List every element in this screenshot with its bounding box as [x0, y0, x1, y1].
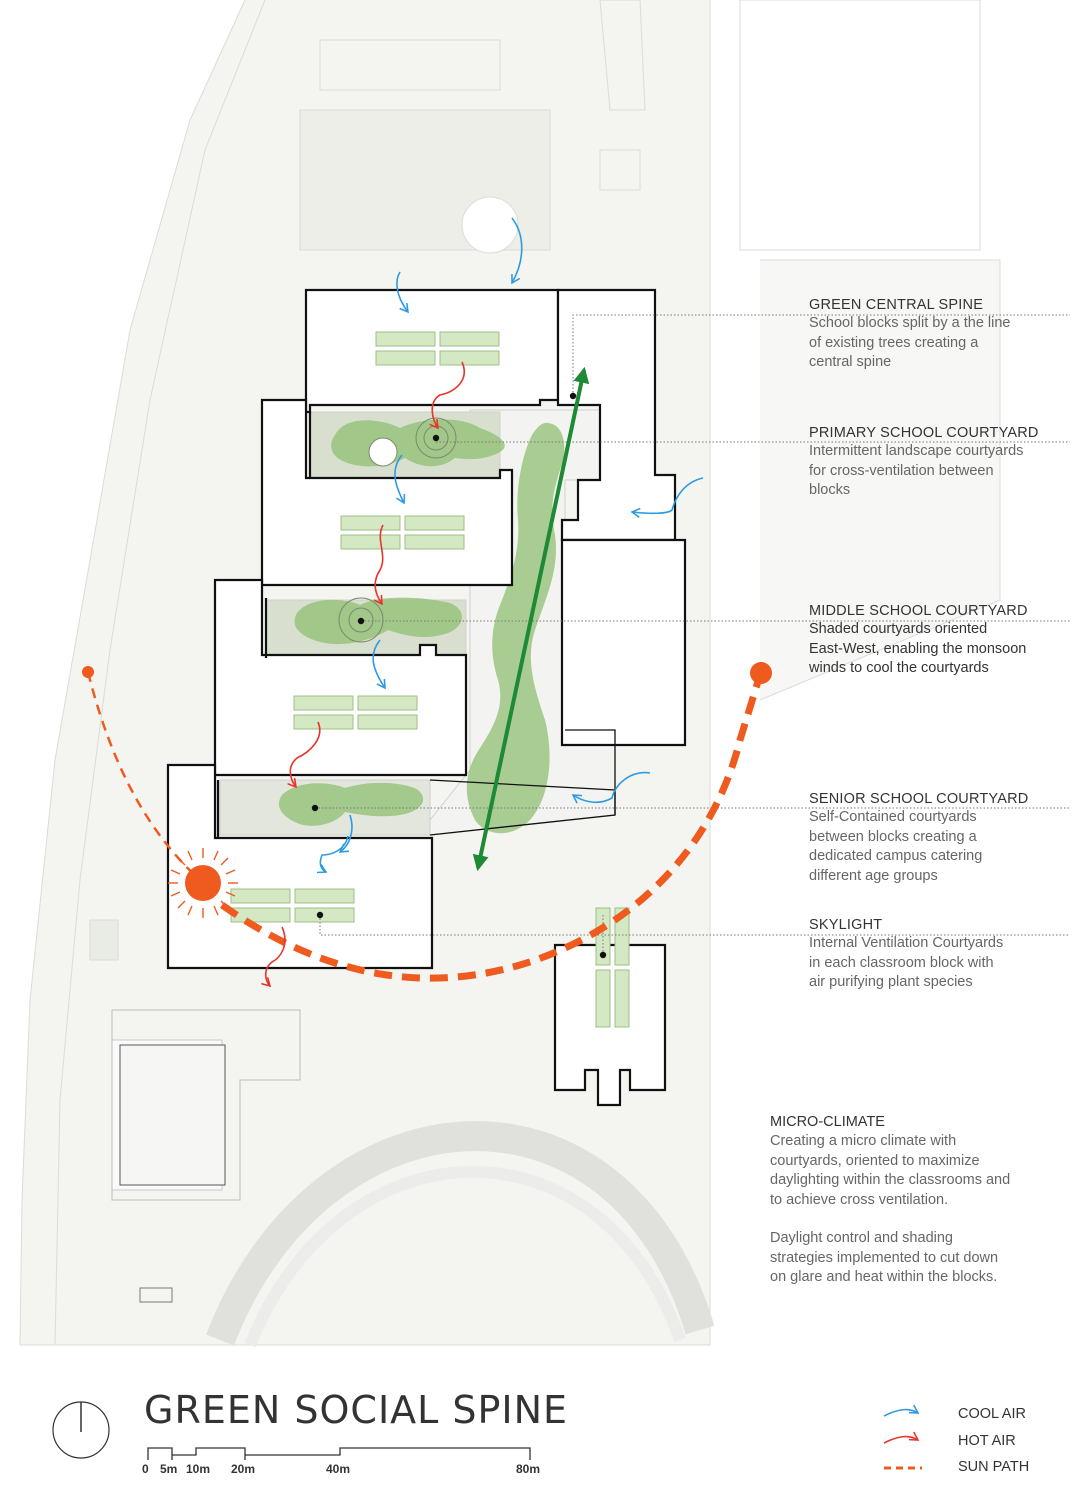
micro-climate-paragraph: Daylight control and shading strategies … — [770, 1230, 999, 1285]
sun-end-dot — [750, 662, 772, 684]
annotation-heading: MIDDLE SCHOOL COURTYARD — [809, 603, 1028, 619]
annotation-heading: SENIOR SCHOOL COURTYARD — [809, 791, 1029, 807]
north-arrow-icon — [52, 1401, 110, 1459]
sun-icon — [168, 848, 238, 918]
cool-air-legend-icon — [883, 1404, 920, 1417]
annotation-heading: SKYLIGHT — [809, 917, 883, 933]
cool-air-arrows — [316, 217, 704, 874]
annotation-body: Intermittent landscape courtyards for cr… — [809, 443, 1024, 498]
annotation-middle-school-courtyard: MIDDLE SCHOOL COURTYARD Shaded courtyard… — [809, 602, 1074, 679]
annotation-heading: GREEN CENTRAL SPINE — [809, 297, 984, 313]
annotation-skylight: SKYLIGHT Internal Ventilation Courtyards… — [809, 916, 1074, 993]
green-spine-arrow — [472, 366, 590, 872]
annotation-body: School blocks split by a the line of exi… — [809, 315, 1011, 370]
micro-climate-heading: MICRO-CLIMATE — [770, 1114, 885, 1130]
micro-climate-paragraph: Creating a micro climate with courtyards… — [770, 1133, 1011, 1208]
annotation-senior-school-courtyard: SENIOR SCHOOL COURTYARD Self-Contained c… — [809, 790, 1074, 886]
legend-icons — [883, 1404, 922, 1470]
hot-air-arrows — [261, 361, 465, 988]
legend-label-sun-path: SUN PATH — [958, 1459, 1030, 1475]
scale-label: 40m — [326, 1462, 351, 1476]
skylight-panels — [230, 331, 630, 1028]
scale-label: 10m — [186, 1462, 211, 1476]
annotation-body: Internal Ventilation Courtyards in each … — [809, 935, 1004, 990]
annotation-green-central-spine: GREEN CENTRAL SPINE School blocks split … — [809, 296, 1074, 373]
legend-label-cool-air: COOL AIR — [958, 1406, 1026, 1422]
annotation-primary-school-courtyard: PRIMARY SCHOOL COURTYARD Intermittent la… — [809, 424, 1074, 501]
sun-path-thick — [219, 673, 764, 982]
scale-label: 80m — [516, 1462, 541, 1476]
hot-air-legend-icon — [883, 1431, 920, 1444]
annotation-heading: PRIMARY SCHOOL COURTYARD — [809, 425, 1039, 441]
annotation-body: Shaded courtyards oriented East-West, en… — [809, 621, 1027, 676]
scale-label: 5m — [160, 1462, 178, 1476]
legend-label-hot-air: HOT AIR — [958, 1433, 1016, 1449]
micro-climate-note: MICRO-CLIMATE Creating a micro climate w… — [770, 1113, 1070, 1307]
diagram-title: GREEN SOCIAL SPINE — [144, 1388, 569, 1432]
scale-label: 20m — [231, 1462, 256, 1476]
scale-bar — [147, 1447, 531, 1460]
scale-label: 0 — [142, 1462, 149, 1476]
sun-start-dot — [82, 666, 94, 678]
annotation-body: Self-Contained courtyards between blocks… — [809, 809, 983, 884]
